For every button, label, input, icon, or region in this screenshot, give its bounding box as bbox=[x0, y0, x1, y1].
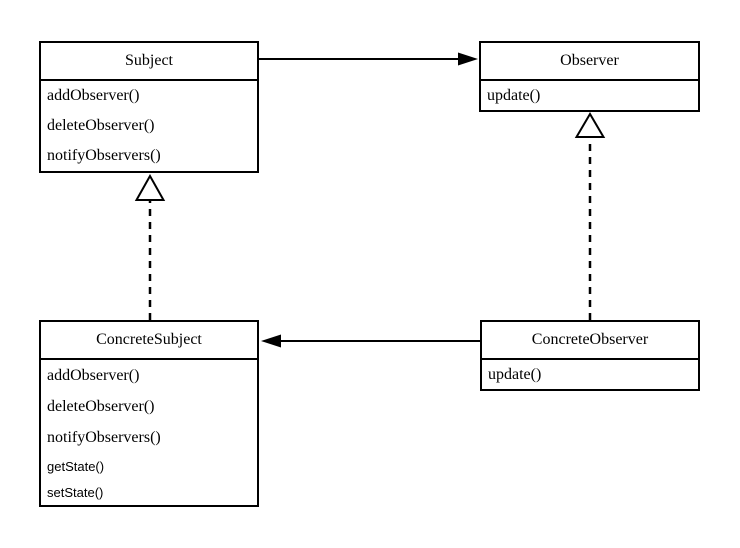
class-method: deleteObserver() bbox=[47, 117, 155, 134]
class-method: addObserver() bbox=[47, 366, 140, 384]
association-arrow-subject-observer bbox=[259, 52, 478, 66]
class-title: Subject bbox=[41, 43, 257, 81]
class-method: update() bbox=[488, 365, 542, 383]
hollow-triangle-arrowhead-icon bbox=[134, 173, 166, 201]
hollow-triangle-arrowhead-icon bbox=[574, 112, 606, 138]
class-title: Observer bbox=[481, 43, 698, 81]
class-method: notifyObservers() bbox=[47, 147, 161, 164]
class-title: ConcreteSubject bbox=[41, 322, 257, 360]
class-method: addObserver() bbox=[47, 87, 140, 104]
class-box-observer: Observer update() bbox=[479, 41, 700, 112]
association-arrow-concreteobserver-concretesubject bbox=[261, 334, 480, 348]
class-box-concreteobserver: ConcreteObserver update() bbox=[480, 320, 700, 391]
realization-arrow-concreteobserver-observer bbox=[574, 112, 606, 320]
class-method: update() bbox=[487, 86, 541, 104]
class-method-list: addObserver() deleteObserver() notifyObs… bbox=[41, 81, 257, 171]
class-method: deleteObserver() bbox=[47, 397, 155, 415]
class-method: getState() bbox=[47, 458, 105, 474]
filled-arrowhead-right-icon bbox=[458, 52, 478, 66]
realization-arrow-concretesubject-subject bbox=[134, 173, 166, 320]
class-method: notifyObservers() bbox=[47, 428, 161, 446]
class-box-subject: Subject addObserver() deleteObserver() n… bbox=[39, 41, 259, 173]
class-method-list: addObserver() deleteObserver() notifyObs… bbox=[41, 360, 257, 505]
class-method-list: update() bbox=[481, 81, 698, 110]
class-method-list: update() bbox=[482, 360, 698, 389]
class-box-concretesubject: ConcreteSubject addObserver() deleteObse… bbox=[39, 320, 259, 507]
filled-arrowhead-left-icon bbox=[261, 334, 281, 348]
class-method: setState() bbox=[47, 484, 104, 500]
class-title: ConcreteObserver bbox=[482, 322, 698, 360]
